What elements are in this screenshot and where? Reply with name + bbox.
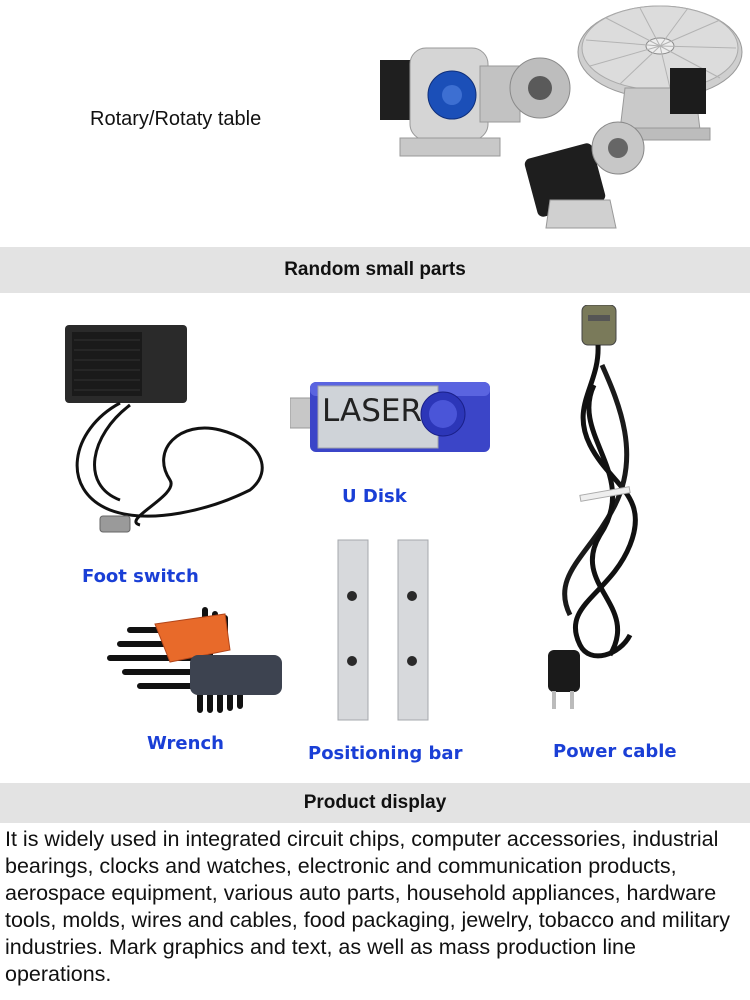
section-title-small-parts: Random small parts [0,247,750,293]
usb-disk-image [290,382,490,452]
rotary-label: Rotary/Rotaty table [90,108,262,130]
foot-switch-image [65,325,264,533]
wrench-label: Wrench [147,733,224,754]
foot-switch-label: Foot switch [82,566,199,587]
usb-disk-label: U Disk [342,486,407,507]
positioning-bar-image [337,539,429,721]
product-description: It is widely used in integrated circuit … [5,827,730,986]
power-cable-image [548,305,638,709]
rotary-table-image [380,5,743,229]
wrench-image [107,607,282,713]
positioning-bar-label: Positioning bar [308,743,463,764]
usb-print-text: LASER [322,393,422,429]
power-cable-label: Power cable [553,741,677,762]
section-title-product-display: Product display [0,783,750,823]
